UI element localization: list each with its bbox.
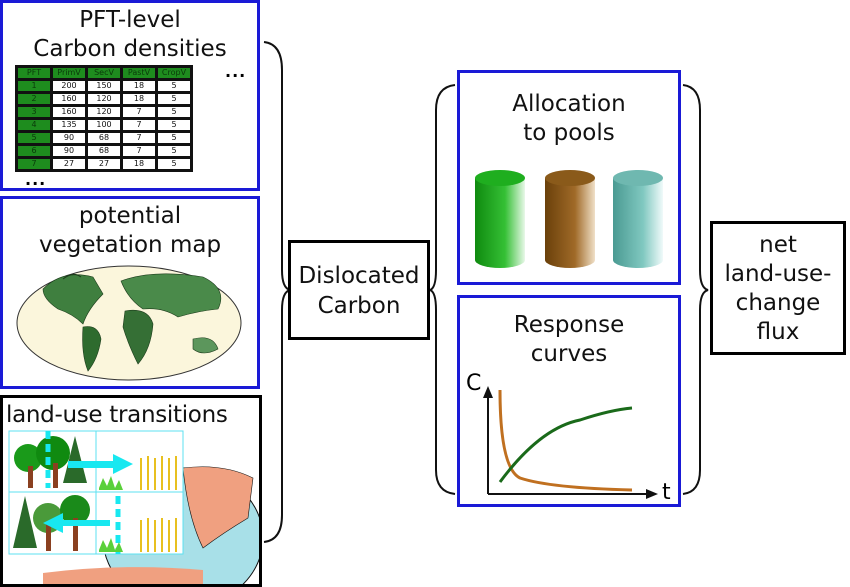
- flux-line1: net: [759, 232, 797, 258]
- table-cell: 18: [123, 159, 155, 169]
- table-rows-ellipsis: ...: [25, 170, 47, 189]
- table-cell: 90: [53, 133, 85, 143]
- pft-id-cell: 1: [18, 81, 50, 91]
- vegmap-title-line2: vegetation map: [38, 232, 222, 258]
- table-cell: 90: [53, 146, 85, 156]
- right-brace: [682, 84, 709, 495]
- table-cell: 5: [158, 120, 190, 130]
- table-cell: 27: [88, 159, 120, 169]
- pft-id-cell: 7: [18, 159, 50, 169]
- response-line2: curves: [530, 341, 608, 367]
- world-vegetation-map: [16, 265, 242, 381]
- flux-line3: change: [735, 290, 821, 316]
- allocation-to-pools-box: Allocation to pools: [457, 70, 681, 285]
- x-axis-label: t: [662, 480, 671, 505]
- table-header: PFT: [18, 68, 50, 78]
- middle-brace: [426, 84, 456, 495]
- table-cell: 160: [53, 107, 85, 117]
- pft-id-cell: 5: [18, 133, 50, 143]
- pft-id-cell: 3: [18, 107, 50, 117]
- table-header: PrimV: [53, 68, 85, 78]
- x-axis-arrow: [646, 489, 658, 499]
- response-line1: Response: [513, 312, 625, 338]
- dislocated-carbon-box: Dislocated Carbon: [288, 240, 430, 340]
- decay-curve: [498, 389, 633, 492]
- pool-cylinder-brown: [545, 170, 595, 268]
- table-cell: 18: [123, 94, 155, 104]
- response-curves-box: Response curves C t: [457, 295, 681, 507]
- table-columns-ellipsis: ...: [225, 62, 247, 81]
- dislocated-line1: Dislocated: [298, 263, 420, 289]
- table-cell: 7: [123, 120, 155, 130]
- vegmap-title-line1: potential: [78, 203, 182, 229]
- y-axis-label: C: [466, 371, 482, 396]
- table-cell: 160: [53, 94, 85, 104]
- flux-line2: land-use-: [724, 261, 832, 287]
- table-cell: 200: [53, 81, 85, 91]
- table-cell: 120: [88, 107, 120, 117]
- table-cell: 27: [53, 159, 85, 169]
- table-cell: 5: [158, 81, 190, 91]
- table-cell: 5: [158, 107, 190, 117]
- response-curve-plot: [483, 386, 658, 499]
- table-cell: 5: [158, 146, 190, 156]
- pft-title-line1: PFT-level: [79, 7, 181, 33]
- allocation-line1: Allocation: [512, 91, 626, 117]
- table-header-row: PFT PrimV SecV PastV CropV: [18, 68, 190, 78]
- pft-id-cell: 4: [18, 120, 50, 130]
- net-land-use-change-flux-box: net land-use- change flux: [710, 221, 846, 355]
- table-header: CropV: [158, 68, 190, 78]
- pft-title-line2: Carbon densities: [33, 36, 227, 62]
- table-cell: 100: [88, 120, 120, 130]
- pool-cylinder-teal: [613, 170, 663, 268]
- table-cell: 7: [123, 146, 155, 156]
- table-cell: 68: [88, 146, 120, 156]
- pft-id-cell: 6: [18, 146, 50, 156]
- table-header: SecV: [88, 68, 120, 78]
- carbon-pools: [475, 170, 663, 268]
- table-cell: 5: [158, 159, 190, 169]
- table-cell: 120: [88, 94, 120, 104]
- left-brace: [263, 41, 291, 543]
- table-cell: 5: [158, 94, 190, 104]
- allocation-line2: to pools: [523, 120, 615, 146]
- luc-title: land-use transitions: [6, 402, 228, 428]
- table-cell: 7: [123, 133, 155, 143]
- table-header: PastV: [123, 68, 155, 78]
- y-axis-arrow: [483, 386, 493, 398]
- potential-vegetation-map-box: potential vegetation map: [0, 196, 260, 389]
- land-use-transitions-box: land-use transitions: [0, 395, 262, 587]
- table-cell: 150: [88, 81, 120, 91]
- table-cell: 135: [53, 120, 85, 130]
- growth-curve: [498, 406, 633, 483]
- flux-line4: flux: [756, 319, 800, 345]
- land-use-illustration: [8, 430, 259, 584]
- table-cell: 5: [158, 133, 190, 143]
- table-cell: 68: [88, 133, 120, 143]
- table-cell: 18: [123, 81, 155, 91]
- pft-carbon-densities-box: PFT-level Carbon densities PFT PrimV Sec…: [0, 0, 260, 191]
- table-cell: 7: [123, 107, 155, 117]
- pool-cylinder-green: [475, 170, 525, 268]
- pft-id-cell: 2: [18, 94, 50, 104]
- dislocated-line2: Carbon: [317, 293, 401, 319]
